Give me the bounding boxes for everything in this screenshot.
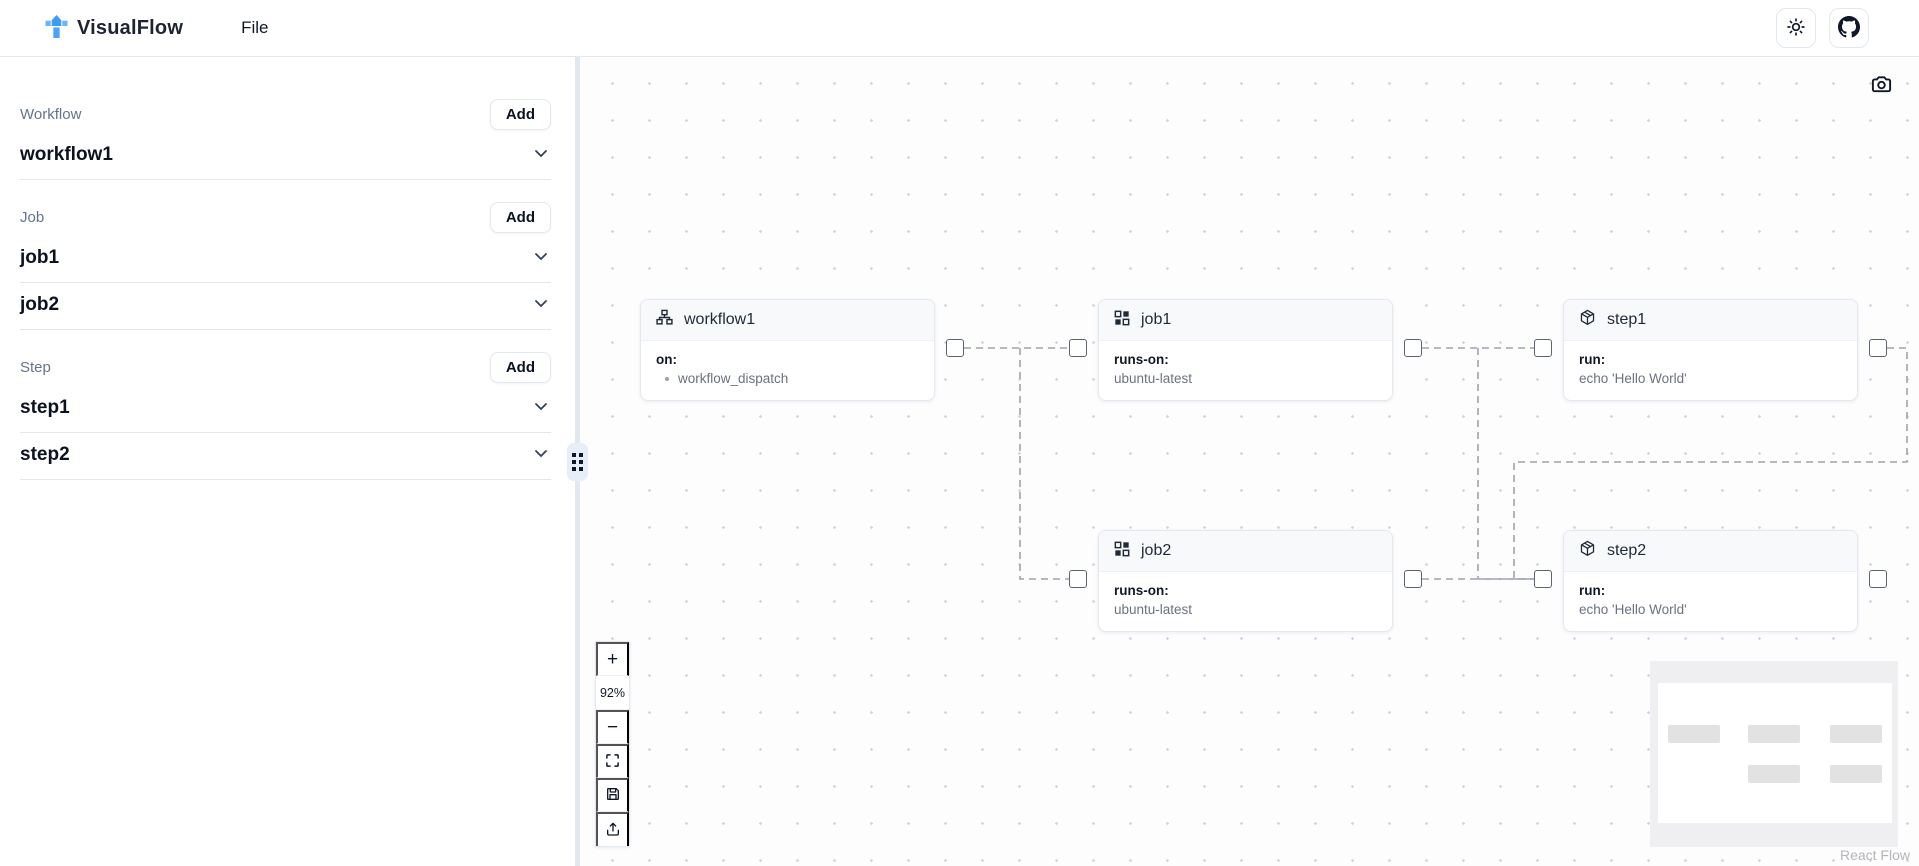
minimap-node-job2 xyxy=(1748,765,1800,783)
sidebar-item-step2[interactable]: step2 xyxy=(20,433,551,480)
brand: VisualFlow xyxy=(45,14,183,43)
fit-view-button[interactable] xyxy=(596,744,629,778)
connection-handle-step2-target[interactable] xyxy=(1534,570,1552,588)
chevron-down-icon xyxy=(533,295,549,316)
connection-handle-job1-target[interactable] xyxy=(1069,339,1087,357)
workflow-section: Workflow Add workflow1 xyxy=(20,95,551,180)
connection-handle-job2-source[interactable] xyxy=(1404,570,1422,588)
minimap-node-step2 xyxy=(1830,765,1882,783)
workflow-section-label: Workflow xyxy=(20,105,82,123)
github-icon xyxy=(1838,15,1860,41)
chevron-down-icon xyxy=(533,398,549,419)
add-job-button[interactable]: Add xyxy=(489,201,551,233)
add-step-button[interactable]: Add xyxy=(489,351,551,383)
upload-button[interactable] xyxy=(596,812,629,846)
node-title: step2 xyxy=(1607,542,1647,559)
step-section-label: Step xyxy=(20,358,51,376)
sidebar-item-job1[interactable]: job1 xyxy=(20,236,551,283)
connection-handle-job1-source[interactable] xyxy=(1404,339,1422,357)
node-title: workflow1 xyxy=(684,311,756,328)
save-button[interactable] xyxy=(596,778,629,812)
connection-handle-job2-target[interactable] xyxy=(1069,570,1087,588)
sidebar-item-workflow1[interactable]: workflow1 xyxy=(20,133,551,180)
sidebar-item-job2[interactable]: job2 xyxy=(20,283,551,330)
node-key: run: xyxy=(1579,352,1606,367)
minimap[interactable] xyxy=(1650,661,1898,847)
bullet-icon xyxy=(665,376,669,381)
node-value: ubuntu-latest xyxy=(1114,602,1193,617)
minimap-viewport[interactable] xyxy=(1658,683,1892,823)
edge-workflow1-job2 xyxy=(1019,348,1069,580)
node-value: ubuntu-latest xyxy=(1114,371,1193,386)
sun-icon xyxy=(1786,17,1806,40)
save-icon xyxy=(605,786,621,805)
react-flow-attribution: React Flow xyxy=(1839,847,1910,863)
node-job2[interactable]: job2 runs-on: ubuntu-latest xyxy=(1098,530,1393,632)
minimap-node-workflow1 xyxy=(1668,725,1720,743)
job-section-label: Job xyxy=(20,208,45,226)
fit-view-icon xyxy=(605,753,620,771)
node-value: echo 'Hello World' xyxy=(1579,371,1687,386)
job-icon xyxy=(1114,541,1130,562)
workflow-icon xyxy=(656,309,673,331)
step-icon xyxy=(1579,540,1596,562)
camera-icon xyxy=(1870,73,1893,101)
connection-handle-step1-target[interactable] xyxy=(1534,339,1552,357)
flow-canvas[interactable]: workflow1 on: workflow_dispatch job1 xyxy=(580,57,1919,866)
zoom-level: 92% xyxy=(596,676,629,710)
minimap-node-step1 xyxy=(1830,725,1882,743)
zoom-out-button[interactable]: − xyxy=(596,710,629,744)
node-step2[interactable]: step2 run: echo 'Hello World' xyxy=(1563,530,1858,632)
minimap-node-job1 xyxy=(1748,725,1800,743)
connection-handle-step2-source[interactable] xyxy=(1869,570,1887,588)
connection-handle-step1-source[interactable] xyxy=(1869,339,1887,357)
sidebar: Workflow Add workflow1 Job Add job1 job2 xyxy=(0,57,575,866)
add-workflow-button[interactable]: Add xyxy=(489,98,551,130)
node-key: run: xyxy=(1579,583,1606,598)
job-icon xyxy=(1114,310,1130,331)
app-header: VisualFlow File xyxy=(0,0,1919,57)
github-button[interactable] xyxy=(1829,8,1869,48)
brand-name: VisualFlow xyxy=(77,16,184,39)
node-value: workflow_dispatch xyxy=(678,371,789,386)
connection-handle-workflow1-source[interactable] xyxy=(946,339,964,357)
node-step1[interactable]: step1 run: echo 'Hello World' xyxy=(1563,299,1858,401)
chevron-down-icon xyxy=(533,445,549,466)
node-title: step1 xyxy=(1607,311,1647,328)
node-key: runs-on: xyxy=(1114,352,1169,367)
node-title: job1 xyxy=(1141,311,1172,328)
node-workflow1[interactable]: workflow1 on: workflow_dispatch xyxy=(640,299,935,401)
job-section: Job Add job1 job2 xyxy=(20,198,551,330)
visualflow-logo-icon xyxy=(45,14,68,43)
chevron-down-icon xyxy=(533,248,549,269)
grip-icon[interactable] xyxy=(567,443,588,481)
upload-icon xyxy=(605,821,621,840)
edge-job1-step2 xyxy=(1477,348,1534,580)
step-icon xyxy=(1579,309,1596,331)
sidebar-item-step1[interactable]: step1 xyxy=(20,386,551,433)
node-key: on: xyxy=(656,352,677,367)
node-job1[interactable]: job1 runs-on: ubuntu-latest xyxy=(1098,299,1393,401)
sidebar-resize-handle[interactable] xyxy=(567,57,588,866)
step-section: Step Add step1 step2 xyxy=(20,348,551,480)
node-value: echo 'Hello World' xyxy=(1579,602,1687,617)
node-key: runs-on: xyxy=(1114,583,1169,598)
chevron-down-icon xyxy=(533,145,549,166)
theme-toggle-button[interactable] xyxy=(1776,8,1816,48)
zoom-in-button[interactable]: + xyxy=(596,642,629,676)
file-menu[interactable]: File xyxy=(241,18,269,37)
screenshot-button[interactable] xyxy=(1865,71,1897,103)
node-title: job2 xyxy=(1141,542,1172,559)
canvas-controls: + 92% − xyxy=(595,641,630,847)
